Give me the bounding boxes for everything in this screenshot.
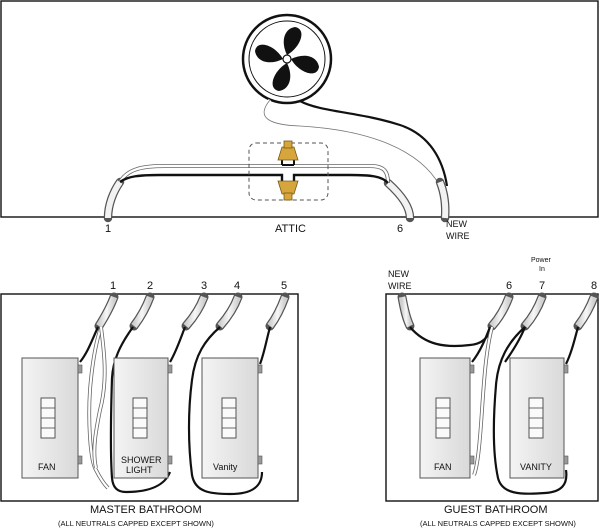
guest-title: GUEST BATHROOM	[444, 504, 548, 516]
guest-power-label-2: In	[539, 266, 545, 273]
guest-power-label-1: Power	[531, 257, 552, 264]
master-fan-label: FAN	[38, 462, 56, 472]
master-vanity-label: Vanity	[213, 462, 238, 472]
attic-new-wire-label-2: WIRE	[446, 231, 470, 241]
guest-fan-switch[interactable]: FAN	[419, 357, 475, 479]
attic-box	[0, 0, 599, 218]
attic-black-run-right	[292, 173, 389, 188]
wire-nut-icon	[277, 140, 299, 201]
master-shower-light-label-1: SHOWER	[121, 455, 162, 465]
guest-cable-jackets	[397, 292, 599, 331]
master-wire-label-1: 1	[110, 280, 116, 292]
attic-section: 1 ATTIC 6 NEW WIRE	[0, 0, 599, 241]
guest-new-wire-label-2: WIRE	[388, 281, 412, 291]
master-bathroom-section: 1 2 3 4 5	[0, 280, 299, 528]
attic-wire-1-label: 1	[105, 223, 111, 235]
guest-fan-toggle[interactable]	[435, 397, 451, 439]
master-cable-jackets	[94, 292, 290, 331]
master-wire-label-4: 4	[234, 280, 240, 292]
guest-box	[385, 293, 599, 502]
guest-black-wire-6	[471, 326, 492, 363]
guest-vanity-label: VANITY	[520, 462, 552, 472]
attic-new-wire-label-1: NEW	[446, 219, 468, 229]
master-wire-label-5: 5	[281, 280, 287, 292]
guest-black-new-wire	[409, 326, 494, 348]
fan-black-wire	[299, 100, 449, 187]
master-vanity-switch[interactable]: Vanity	[201, 357, 263, 479]
guest-black-wire-7	[492, 326, 568, 495]
master-wire-label-2: 2	[147, 280, 153, 292]
master-black-wire-3	[169, 326, 187, 363]
attic-black-run-left	[119, 173, 284, 188]
guest-bathroom-section: NEW WIRE 6 Power In 7 8	[385, 257, 599, 528]
guest-new-wire-label-1: NEW	[388, 269, 410, 279]
master-shower-light-label-2: LIGHT	[126, 465, 153, 475]
fan-white-wire-outline	[263, 99, 441, 187]
master-fan-switch[interactable]: FAN	[21, 357, 83, 479]
master-vanity-toggle[interactable]	[221, 397, 237, 439]
fan-icon	[241, 13, 333, 105]
master-shower-light-switch[interactable]: SHOWER LIGHT	[113, 357, 173, 479]
guest-black-wire-7b	[504, 326, 527, 363]
attic-wire-6-label: 6	[397, 223, 403, 235]
master-black-wire-1	[79, 326, 99, 363]
guest-black-wire-8	[565, 326, 580, 365]
master-title: MASTER BATHROOM	[90, 504, 202, 516]
guest-subtitle: (ALL NEUTRALS CAPPED EXCEPT SHOWN)	[420, 519, 576, 528]
guest-fan-label: FAN	[434, 462, 452, 472]
attic-label: ATTIC	[275, 223, 306, 235]
master-fan-toggle[interactable]	[40, 397, 56, 439]
master-shower-light-toggle[interactable]	[132, 397, 148, 439]
guest-vanity-switch[interactable]: VANITY	[509, 357, 569, 479]
guest-wire-label-8: 8	[591, 280, 597, 292]
master-subtitle: (ALL NEUTRALS CAPPED EXCEPT SHOWN)	[58, 519, 214, 528]
master-wire-label-3: 3	[201, 280, 207, 292]
guest-wire-label-6: 6	[506, 280, 512, 292]
master-black-wire-5	[258, 326, 272, 365]
guest-wire-label-7: 7	[539, 280, 545, 292]
guest-vanity-toggle[interactable]	[528, 397, 544, 439]
master-black-wire-4	[187, 326, 264, 496]
